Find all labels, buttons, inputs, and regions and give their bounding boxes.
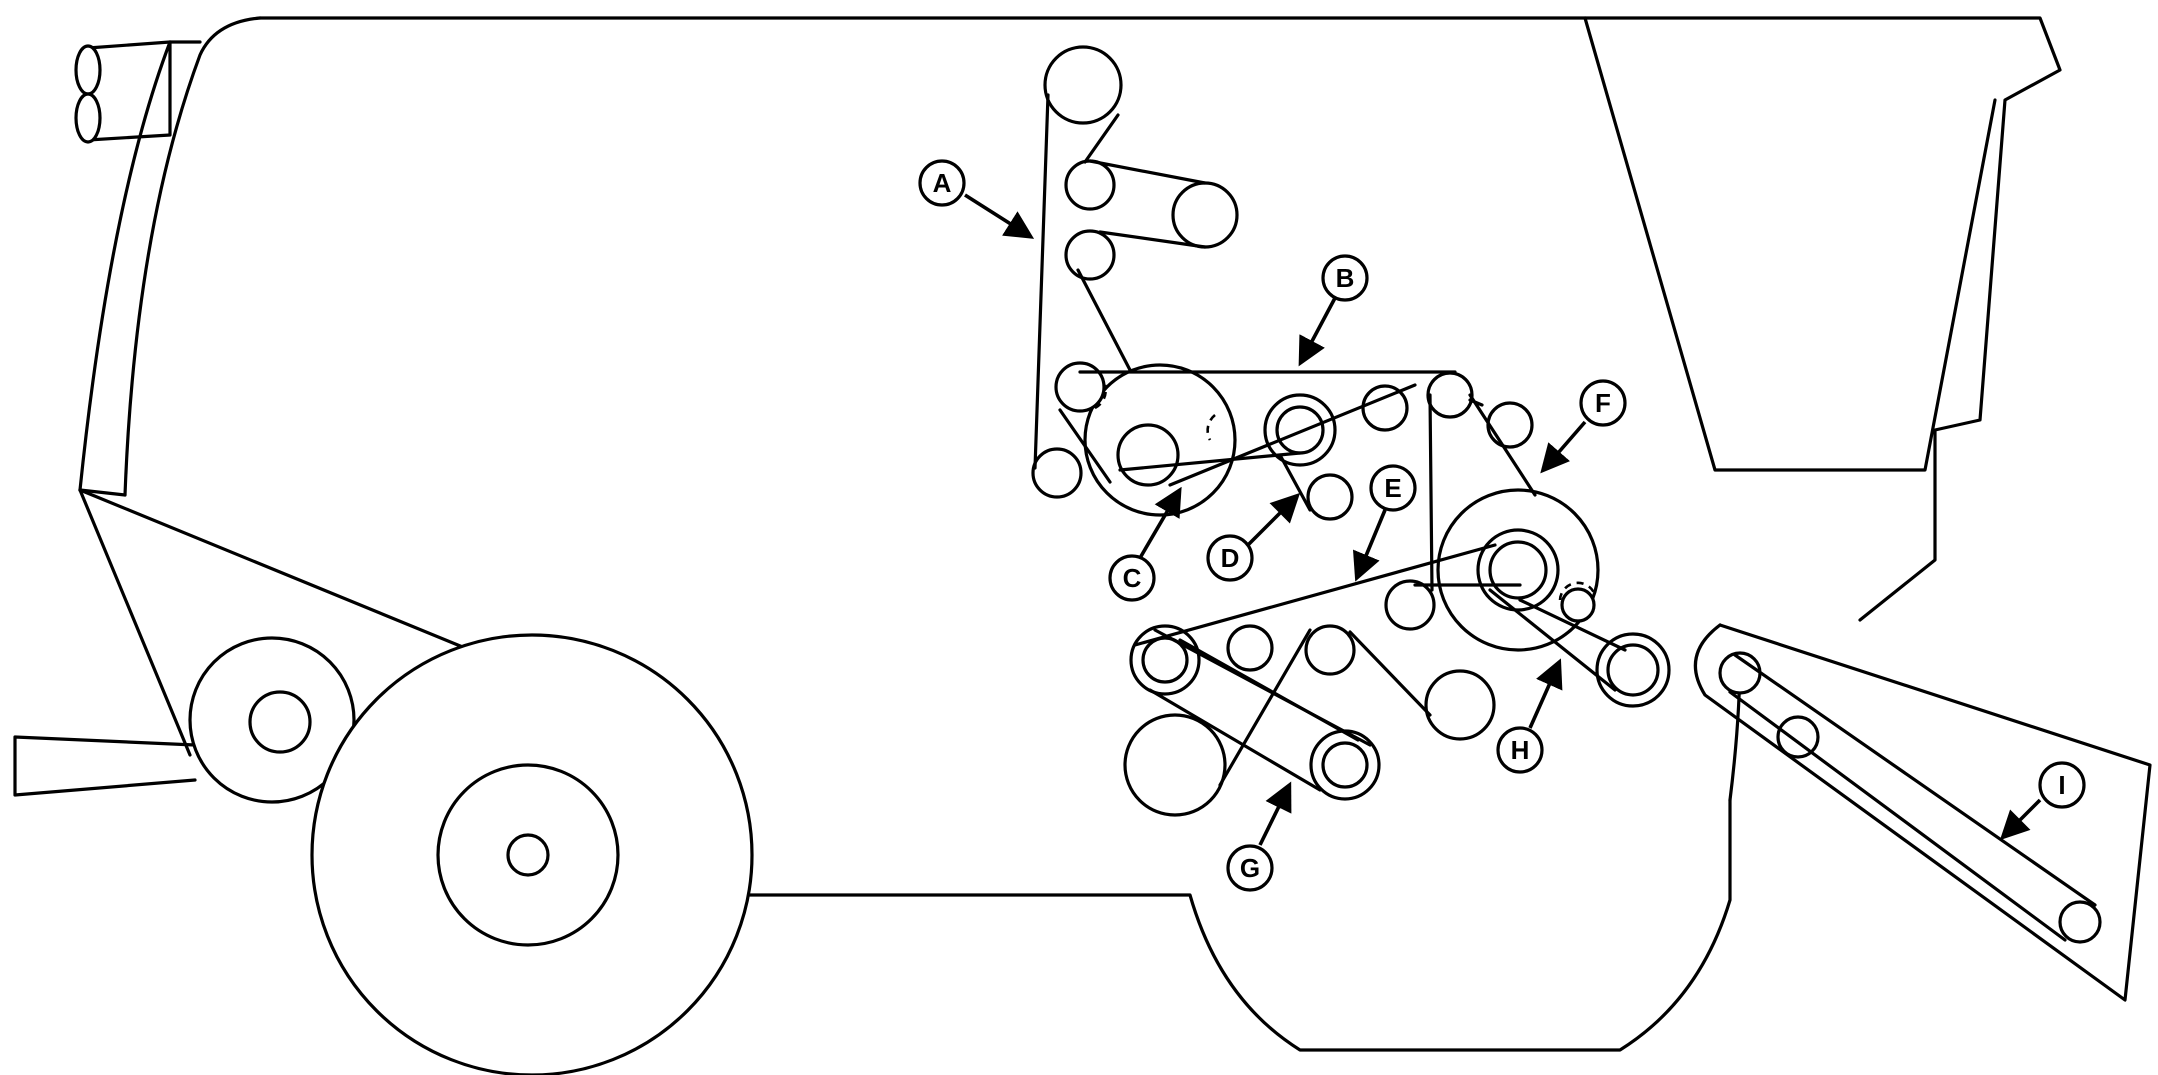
callout-d: D — [1206, 492, 1301, 582]
callout-f: F — [1540, 379, 1627, 474]
machine-body — [13, 16, 2062, 1075]
callout-label-g: G — [1240, 853, 1260, 883]
callout-label-b: B — [1336, 263, 1355, 293]
callout-label-a: A — [933, 168, 952, 198]
callout-g: G — [1226, 781, 1292, 892]
callout-c: C — [1108, 486, 1182, 602]
callout-i: I — [1999, 761, 2086, 841]
callout-label-h: H — [1511, 735, 1530, 765]
belt-g-cluster — [1123, 543, 1497, 817]
belt-b-cluster — [1054, 361, 1534, 521]
callout-a: A — [918, 159, 1035, 239]
callout-label-f: F — [1595, 388, 1611, 418]
belt-a — [1031, 45, 1239, 499]
callout-label-d: D — [1221, 543, 1240, 573]
belt-i-elevator — [1693, 623, 2152, 1002]
belt-e-cluster — [1384, 393, 1671, 708]
callout-label-i: I — [2058, 770, 2065, 800]
callout-e: E — [1352, 464, 1417, 582]
callout-label-e: E — [1384, 473, 1401, 503]
callout-h: H — [1496, 658, 1563, 774]
callout-label-c: C — [1123, 563, 1142, 593]
callout-b: B — [1298, 254, 1369, 367]
